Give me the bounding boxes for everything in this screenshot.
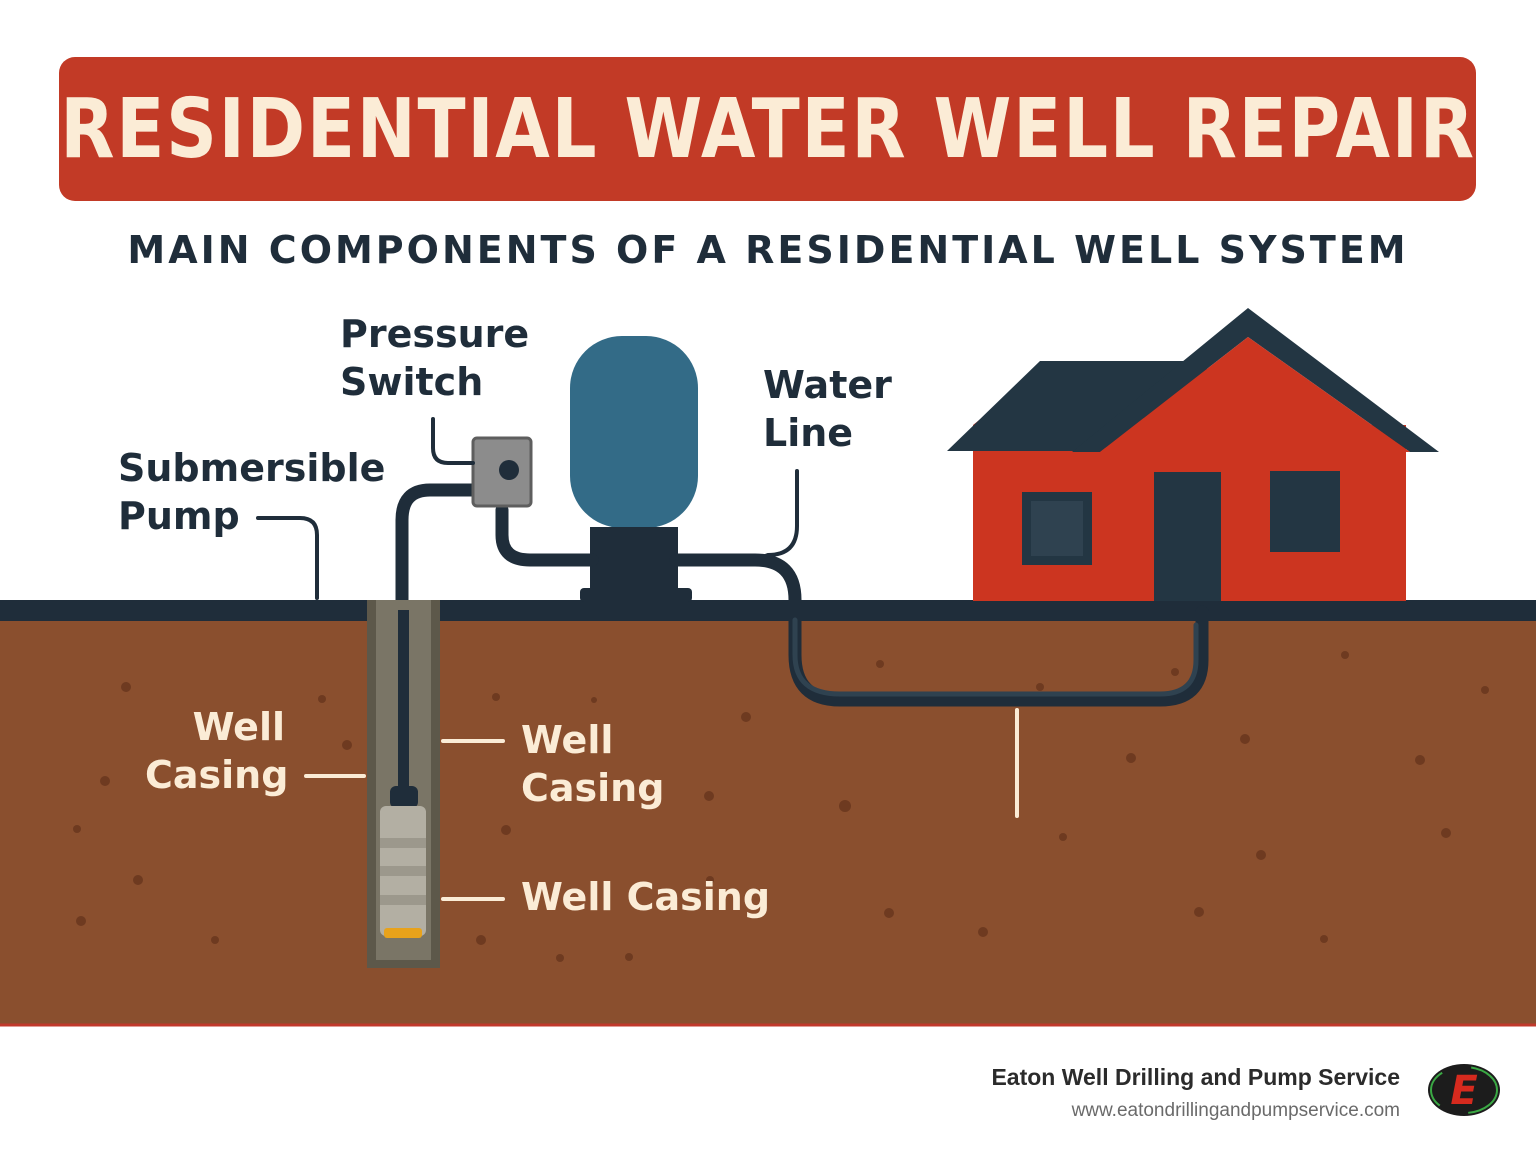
house-window-right [1270, 471, 1340, 552]
well-casing-bottom-label: Well Casing [521, 875, 771, 919]
logo-letter: E [1450, 1068, 1477, 1114]
page-title: RESIDENTIAL WATER WELL REPAIR [59, 81, 1476, 177]
pressure-tank [570, 336, 698, 602]
company-logo: E [1428, 1064, 1500, 1116]
soil [0, 614, 1536, 1024]
pressure-switch-box [471, 436, 533, 508]
well-casing [367, 600, 440, 968]
house-door [1154, 472, 1221, 601]
submersible-pump-label: Submersible Pump [118, 446, 386, 538]
subtitle: MAIN COMPONENTS OF A RESIDENTIAL WELL SY… [127, 228, 1409, 272]
pipes [395, 483, 1209, 793]
title-banner: RESIDENTIAL WATER WELL REPAIR [59, 57, 1476, 201]
company-url[interactable]: www.eatondrillingandpumpservice.com [1071, 1100, 1400, 1121]
pipe-highlights [792, 617, 1199, 697]
house [947, 308, 1439, 601]
pressure-switch-label: Pressure Switch [340, 312, 530, 404]
well-casing-right-label: Well Casing [521, 718, 665, 810]
leader-lines [256, 417, 1019, 901]
well-casing-left-label: Well Casing [145, 705, 289, 797]
soil-speckles [73, 651, 1489, 962]
ground-line [0, 600, 1536, 621]
company-name: Eaton Well Drilling and Pump Service [991, 1064, 1400, 1090]
water-line-label: Water Line [763, 363, 892, 455]
submersible-pump [380, 786, 426, 938]
